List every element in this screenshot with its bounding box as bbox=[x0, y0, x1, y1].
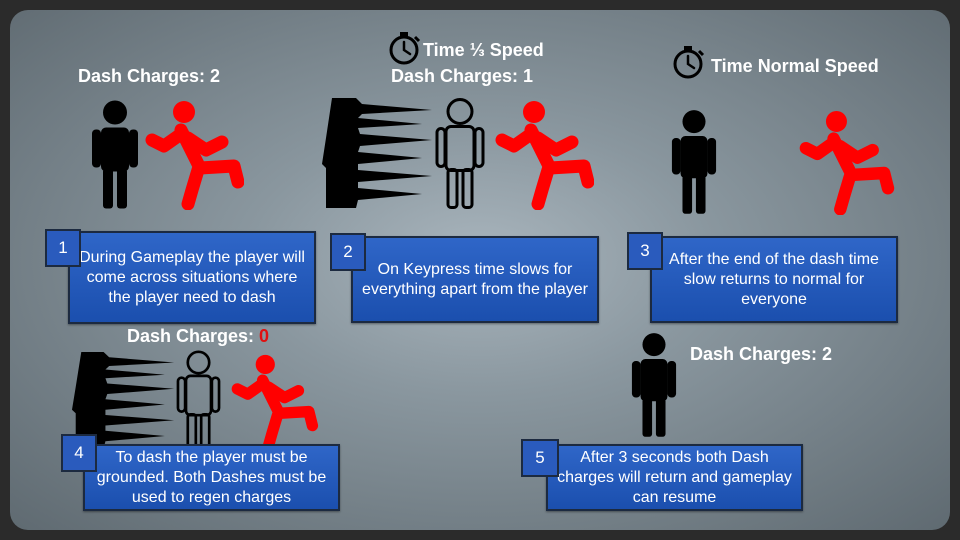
running-figure-icon bbox=[796, 110, 896, 215]
step-number-3: 3 bbox=[627, 232, 663, 270]
slide: Dash Charges: 2 Time ⅓ Speed Dash Charge… bbox=[10, 10, 950, 530]
step-text-3: After the end of the dash time slow retu… bbox=[669, 250, 879, 308]
step-text-5: After 3 seconds both Dash charges will r… bbox=[557, 448, 792, 506]
player-figure-icon bbox=[631, 333, 677, 437]
step-box-3: After the end of the dash time slow retu… bbox=[650, 236, 898, 323]
step-text-4: To dash the player must be grounded. Bot… bbox=[96, 448, 327, 506]
running-figure-icon bbox=[494, 100, 594, 210]
stopwatch-icon bbox=[389, 32, 421, 65]
zero-charges-value: 0 bbox=[259, 326, 270, 346]
step-box-4: To dash the player must be grounded. Bot… bbox=[83, 444, 340, 511]
step-box-2: On Keypress time slows for everything ap… bbox=[351, 236, 599, 323]
dash-charges-label-2: Dash Charges: 1 bbox=[391, 66, 534, 86]
running-figure-icon bbox=[228, 354, 320, 450]
running-figure-icon bbox=[144, 100, 244, 210]
player-figure-icon bbox=[92, 100, 138, 209]
dash-charges-label-5: Dash Charges: 2 bbox=[690, 344, 833, 364]
step-box-5: After 3 seconds both Dash charges will r… bbox=[546, 444, 803, 511]
time-normal-speed-label: Time Normal Speed bbox=[711, 56, 879, 76]
step-number-1: 1 bbox=[45, 229, 81, 267]
step-box-1: During Gameplay the player will come acr… bbox=[68, 231, 316, 324]
time-third-speed-label: Time ⅓ Speed bbox=[423, 40, 544, 60]
step-number-2: 2 bbox=[330, 233, 366, 271]
dash-trail-icon bbox=[322, 98, 432, 208]
step-text-2: On Keypress time slows for everything ap… bbox=[362, 260, 588, 298]
dash-charges-label-1: Dash Charges: 2 bbox=[78, 66, 221, 86]
stopwatch-icon bbox=[673, 46, 705, 79]
dash-charges-label-4: Dash Charges: 0 bbox=[127, 326, 270, 346]
player-figure-icon bbox=[671, 110, 717, 214]
step-number-4: 4 bbox=[61, 434, 97, 472]
step-number-5: 5 bbox=[521, 439, 559, 477]
outline-figure-icon bbox=[435, 98, 485, 209]
outline-figure-icon bbox=[176, 350, 221, 450]
step-text-1: During Gameplay the player will come acr… bbox=[79, 248, 305, 306]
